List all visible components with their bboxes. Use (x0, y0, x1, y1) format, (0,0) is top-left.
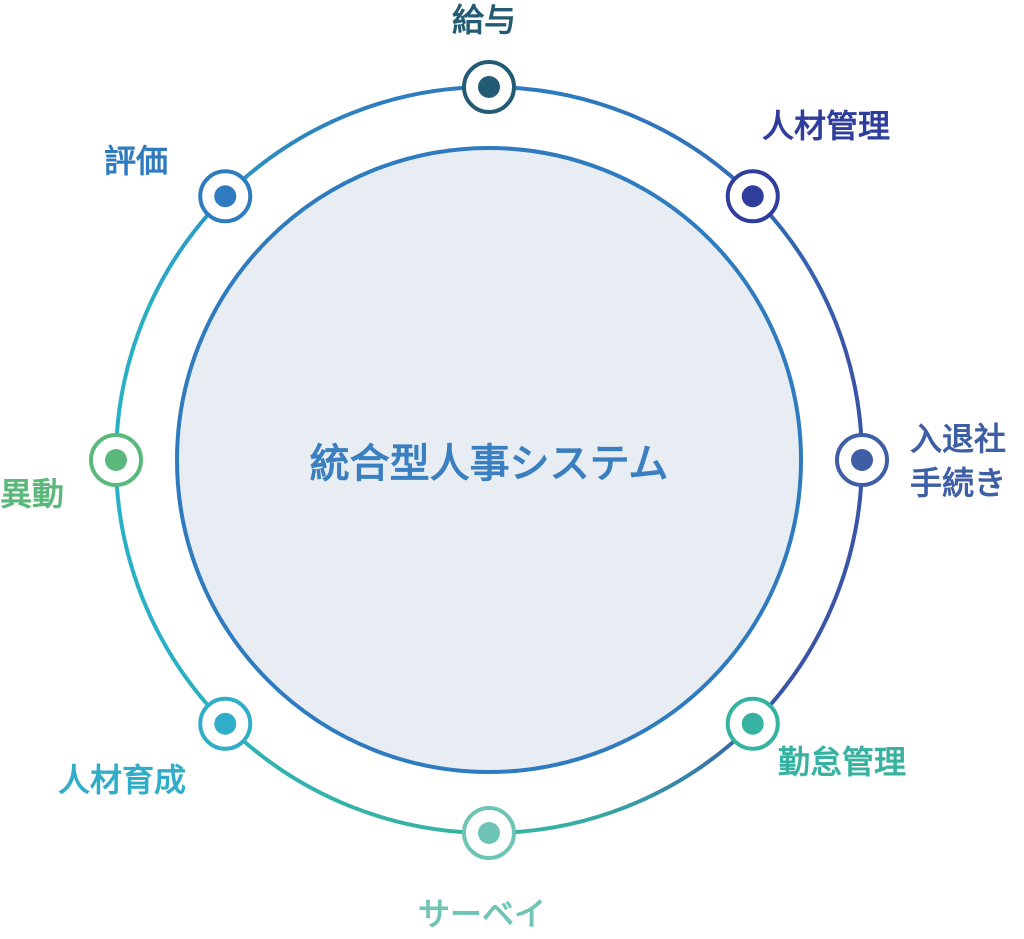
node-nyutaisha (835, 433, 889, 487)
center-title: 統合型人事システム (309, 441, 669, 487)
node-survey (462, 806, 516, 860)
label-survey: サーベイ (418, 895, 547, 933)
node-kintai-kanri (725, 696, 780, 751)
node-dot-kyuyo (478, 76, 500, 98)
node-jinzai-kanri (725, 169, 780, 224)
node-dot-jinzai-kanri (741, 185, 764, 208)
label-hyoka: 評価 (104, 142, 169, 180)
node-dot-jinzai-ikusei (214, 712, 237, 735)
node-dot-ido (105, 449, 127, 471)
label-kintai-kanri: 勤怠管理 (778, 743, 907, 781)
node-dot-nyutaisha (851, 449, 873, 471)
node-dot-hyoka (214, 185, 237, 208)
node-kyuyo (462, 60, 516, 114)
label-jinzai-kanri: 人材管理 (762, 107, 891, 145)
node-ido (89, 433, 143, 487)
label-jinzai-ikusei: 人材育成 (58, 761, 187, 799)
node-dot-kintai-kanri (741, 712, 764, 735)
label-kyuyo: 給与 (452, 1, 517, 39)
label-ido: 異動 (0, 475, 65, 513)
node-hyoka (198, 169, 253, 224)
center-circle (175, 146, 803, 774)
node-dot-survey (478, 822, 500, 844)
node-jinzai-ikusei (198, 696, 253, 751)
label-nyutaisha: 入退社 手続き (910, 420, 1007, 502)
